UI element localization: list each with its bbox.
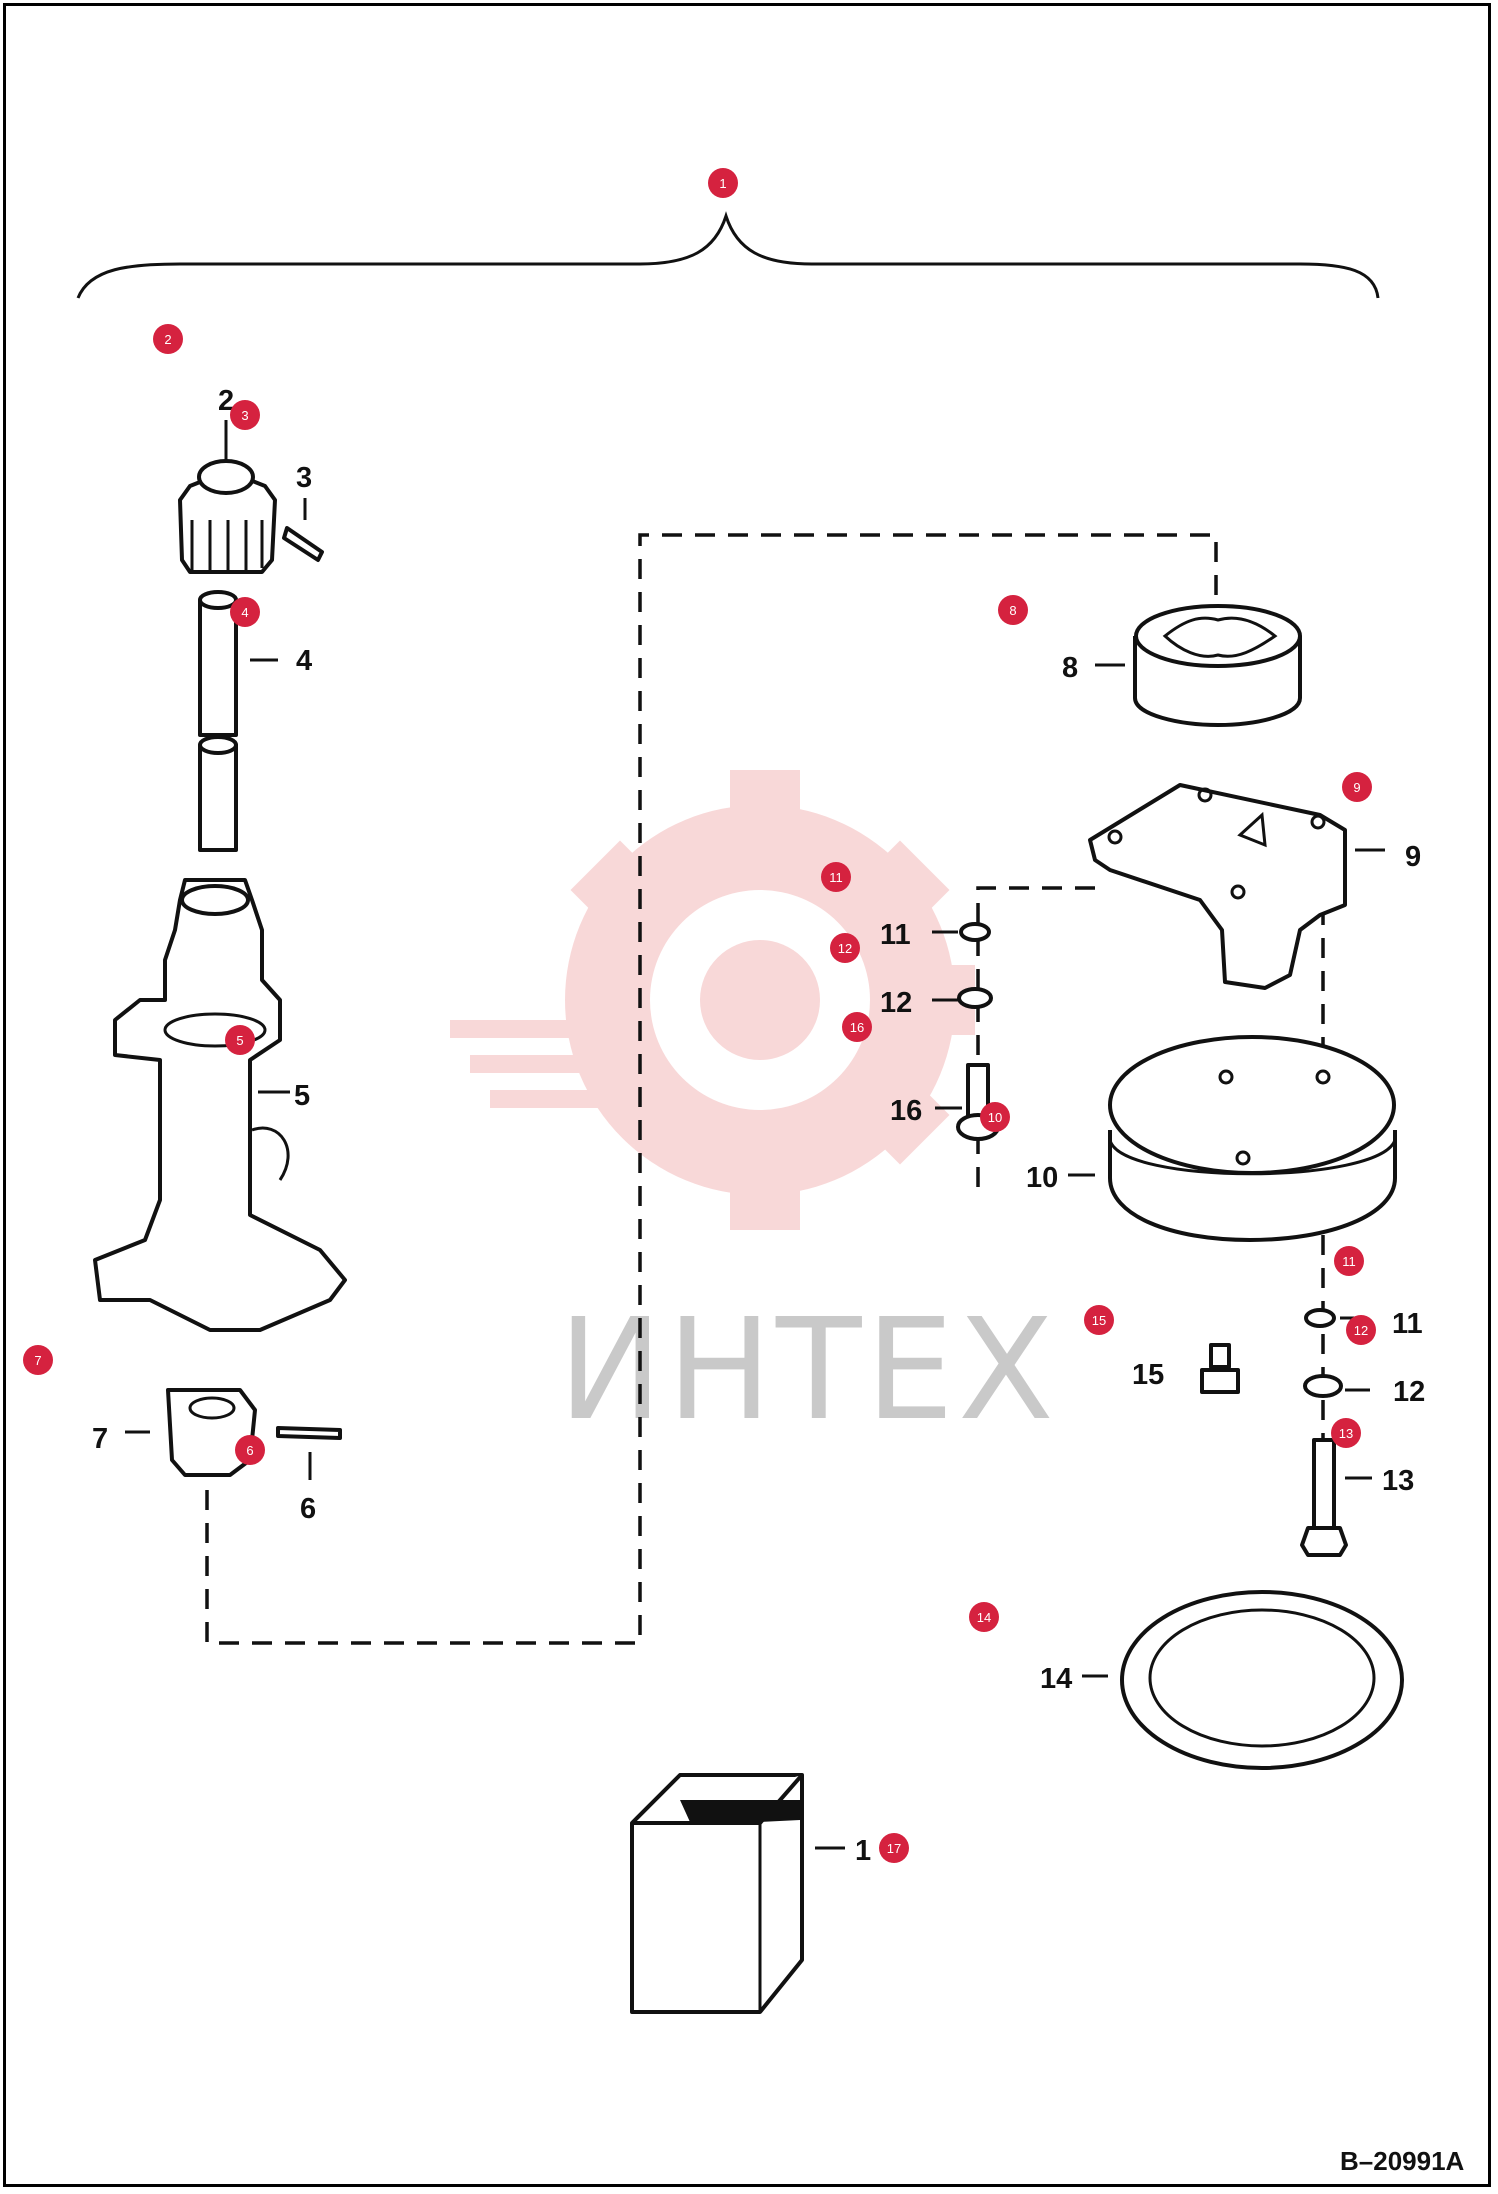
label-part-5: 5 [294,1080,310,1112]
hotspot-6-label: 6 [246,1443,253,1458]
hotspot-14-label: 14 [977,1610,991,1625]
hotspot-7-label: 7 [34,1353,41,1368]
hotspot-3-label: 3 [241,408,248,423]
hotspot-6[interactable]: 6 [235,1435,265,1465]
label-part-17: 1 [855,1835,871,1867]
hotspot-12-left[interactable]: 12 [830,933,860,963]
filter-element [1068,1035,1397,1242]
hotspot-10-label: 10 [988,1110,1002,1125]
hotspot-5-label: 5 [236,1033,243,1048]
drive-shaft [198,590,278,852]
hotspot-4-label: 4 [241,605,248,620]
hotspot-12-right-label: 12 [1354,1323,1368,1338]
spring-pin [276,1426,342,1480]
pump-housing [93,878,347,1332]
hotspot-7[interactable]: 7 [23,1345,53,1375]
hotspot-12-left-label: 12 [838,941,852,956]
label-part-6: 6 [300,1493,316,1525]
hotspot-8[interactable]: 8 [998,595,1028,625]
hotspot-16[interactable]: 16 [842,1012,872,1042]
label-part-9: 9 [1405,841,1421,873]
hotspot-14[interactable]: 14 [969,1602,999,1632]
hotspot-11-right[interactable]: 11 [1334,1246,1364,1276]
label-part-11-left: 11 [880,919,911,951]
pump-cover [1088,783,1385,990]
washer-stack-left [932,922,993,1009]
hotspot-10[interactable]: 10 [980,1102,1010,1132]
watermark-gear-logo [450,770,975,1230]
center-bolt [1300,1438,1372,1557]
drawing-reference: B–20991A [1340,2146,1465,2176]
drawing-frame [3,3,1491,2187]
label-part-15: 15 [1132,1359,1164,1391]
hotspot-16-label: 16 [850,1020,864,1035]
label-part-2: 2 [218,385,234,417]
filter-gasket [1082,1590,1404,1770]
label-part-4: 4 [296,645,312,677]
hotspot-9-label: 9 [1353,780,1360,795]
gasket-kit-box [630,1773,845,2014]
hotspot-12-right[interactable]: 12 [1346,1315,1376,1345]
hotspot-8-label: 8 [1009,603,1016,618]
hotspot-17[interactable]: 17 [879,1833,909,1863]
label-part-14: 14 [1040,1663,1072,1695]
hotspot-3[interactable]: 3 [230,400,260,430]
label-part-13: 13 [1382,1465,1414,1497]
hotspot-1-label: 1 [719,176,726,191]
strainer-cap [125,1388,257,1477]
hotspot-11-left[interactable]: 11 [821,862,851,892]
watermark-text: ИНТЕХ [558,1289,1058,1452]
hotspot-1[interactable]: 1 [708,168,738,198]
hotspot-2-label: 2 [164,332,171,347]
hotspot-15[interactable]: 15 [1084,1305,1114,1335]
hotspot-15-label: 15 [1092,1313,1106,1328]
roll-pin [282,498,324,562]
hotspot-13[interactable]: 13 [1331,1418,1361,1448]
assembly-brace [76,211,1380,299]
hotspot-4[interactable]: 4 [230,597,260,627]
label-part-12-right: 12 [1393,1376,1425,1408]
hotspot-5[interactable]: 5 [225,1025,255,1055]
label-part-12-left: 12 [880,987,912,1019]
hotspot-11-right-label: 11 [1342,1254,1356,1269]
hotspot-11-left-label: 11 [829,870,843,885]
outer-rotor [1095,604,1302,727]
hotspot-2[interactable]: 2 [153,324,183,354]
hotspot-9[interactable]: 9 [1342,772,1372,802]
label-part-7: 7 [92,1423,108,1455]
hotspot-13-label: 13 [1339,1426,1353,1441]
label-part-8: 8 [1062,652,1078,684]
label-part-3: 3 [296,462,312,494]
drive-gear [178,420,277,574]
label-part-16: 16 [890,1095,922,1127]
label-part-10: 10 [1026,1162,1058,1194]
hotspot-17-label: 17 [887,1841,901,1856]
label-part-11-right: 11 [1392,1308,1423,1340]
drain-plug [1200,1343,1240,1394]
dashed-assembly-outline [205,533,1218,1645]
washer-stack-right [1303,1308,1370,1398]
